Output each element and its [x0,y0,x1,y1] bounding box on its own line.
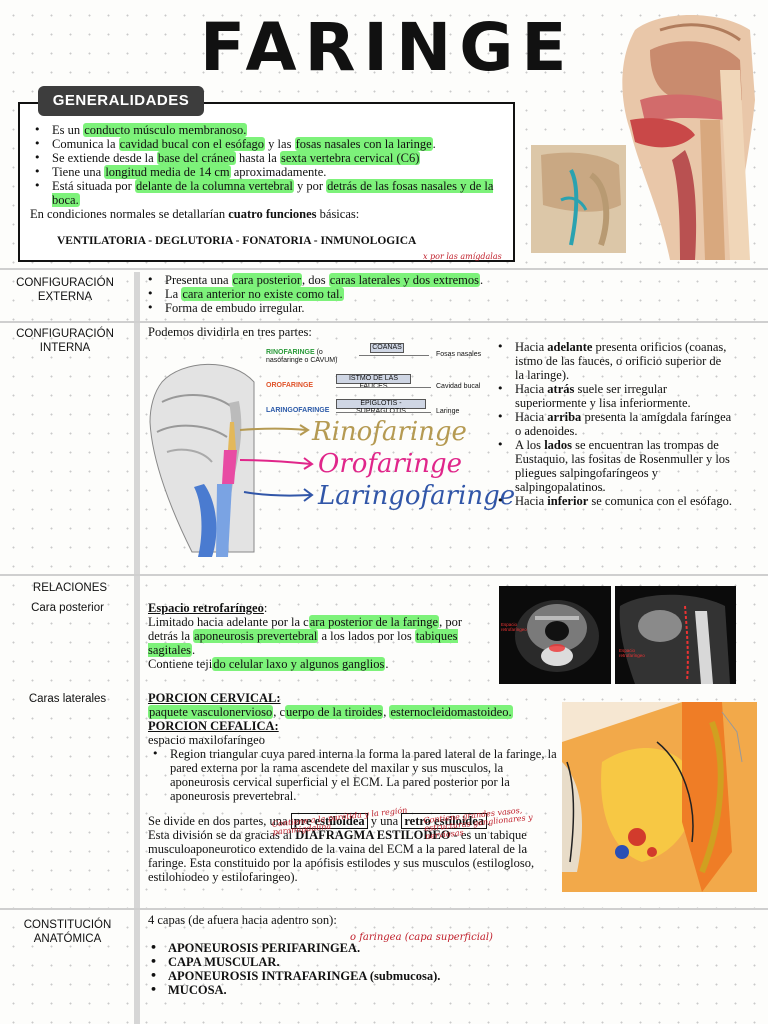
script-rinofaringe: Rinofaringe [312,417,467,447]
config-externa-list: Presenta una cara posterior, dos caras l… [143,273,583,315]
retrofaringeo-block: Espacio retrofaríngeo: Limitado hacia ad… [148,601,468,671]
amigdalas-note: x por las amígdalas [423,252,502,261]
retrofaringeo-text: Limitado hacia adelante por la cara post… [148,615,463,671]
direction-item: Hacia atrás suele ser irregular superior… [493,382,733,410]
divider-relaciones [0,574,768,576]
layer-item: MUCOSA. [146,983,546,997]
epiglotis-arrow [336,412,431,413]
caras-laterales-label: Caras laterales [28,693,107,705]
generalidades-bullet-item: Es un conducto músculo membranoso. [30,123,510,137]
porcion-cefalica-bullet: Region triangular cuya pared interna la … [148,747,560,803]
sagittal-head-image [600,10,760,260]
cavidad-label: Cavidad bucal [436,383,481,390]
pre-estiloidea-box: pre estiloidea [290,813,368,829]
generalidades-bullet-item: Está situada por delante de la columna v… [30,179,510,207]
layer-item: APONEUROSIS PERIFARINGEA. [146,941,546,955]
caras-laterales-block: PORCION CERVICAL: paquete vasculonervios… [148,691,560,884]
config-interna-directions: Hacia adelante presenta orificios (coana… [493,340,733,508]
script-laringofaringe: Laringofaringe [318,481,516,511]
oro-label: OROFARINGE [266,382,314,389]
ct-axial-image: Espacio retrofaríngeo [499,586,611,684]
coanas-box: COANAS [370,343,404,353]
layer-item: APONEUROSIS INTRAFARINGEA (submucosa). [146,969,546,983]
script-orofaringe: Orofaringe [318,449,463,479]
lateral-space-cross-section [562,702,757,892]
divider-interna [0,321,768,323]
direction-item: Hacia adelante presenta orificios (coana… [493,340,733,382]
layer-item: CAPA MUSCULAR. [146,955,546,969]
epiglotis-box: EPIGLOTIS - SUPRAGLOTIS [336,399,426,415]
division-text: Esta división se da gracias al DIAFRAGMA… [148,828,535,884]
constitucion-list: APONEUROSIS PERIFARINGEA.CAPA MUSCULAR.A… [146,941,546,997]
pharynx-sagittal-illustration [142,352,262,562]
generalidades-bullet-item: Comunica la cavidad bucal con el esófago… [30,137,510,151]
divider-constitucion [0,908,768,910]
config-interna-intro: Podemos dividirla en tres partes: [148,325,312,339]
rino-label: RINOFARINGE (o nasofaringe o CAVUM) [266,349,338,364]
generalidades-content: Es un conducto músculo membranoso.Comuni… [30,123,510,248]
generalidades-normal: En condiciones normales se detallarían c… [30,207,360,221]
page-title: FARINGE [200,9,575,86]
porcion-cervical-text: paquete vasculonervioso, cuerpo de la ti… [148,705,513,719]
ct-sagittal-label: Espacio retrofaríngeo [619,648,645,658]
porcion-cefalica-title: PORCION CEFALICA: [148,719,279,733]
region-arrows [239,424,314,502]
istmo-box: ISTMO DE LAS FAUCES [336,374,411,390]
generalidades-tag: GENERALIDADES [38,86,204,116]
functions-line: VENTILATORIA - DEGLUTORIA - FONATORIA - … [57,235,417,247]
ct-axial-label: Espacio retrofaríngeo [501,622,527,632]
generalidades-bullet-item: Tiene una longitud media de 14 cm aproxi… [30,165,510,179]
cara-posterior-label: Cara posterior [31,602,104,614]
constitucion-label: CONSTITUCIÓN ANATÓMICA [23,919,112,945]
config-externa-bullet-item: La cara anterior no existe como tal. [143,287,583,301]
config-externa-bullet-item: Forma de embudo irregular. [143,301,583,315]
constitucion-intro: 4 capas (de afuera hacia adentro son): [148,913,337,927]
direction-item: Hacia inferior se comunica con el esófag… [493,494,733,508]
config-externa-bullet-item: Presenta una cara posterior, dos caras l… [143,273,583,287]
pharynx-dissection-image [531,145,626,253]
porcion-cervical-title: PORCION CERVICAL: [148,691,281,705]
generalidades-bullet-item: Se extiende desde la base del cráneo has… [30,151,510,165]
retro-estiloidea-box: retro estiloidea [401,813,488,829]
perifaringea-note: o faringea (capa superficial) [350,932,493,943]
divider-externa [0,268,768,270]
direction-item: Hacia arriba presenta la amígdala faríng… [493,410,733,438]
regions-diagram: RINOFARINGE (o nasofaringe o CAVUM) COAN… [264,340,484,420]
config-externa-label: CONFIGURACIÓN EXTERNA [16,277,114,303]
ct-sagittal-image: Espacio retrofaríngeo [615,586,736,684]
generalidades-list: Es un conducto músculo membranoso.Comuni… [30,123,510,207]
left-divider [134,272,140,1024]
direction-item: A los lados se encuentran las trompas de… [493,438,733,494]
laringo-label: LARINGOFARINGE [266,407,330,414]
porcion-cefalica-list: Region triangular cuya pared interna la … [148,747,560,803]
retrofaringeo-title: Espacio retrofaríngeo [148,601,264,615]
divide-line: Se divide en dos partes, una pre estiloi… [148,813,491,829]
relaciones-label: RELACIONES [32,582,108,594]
istmo-arrow [336,387,431,388]
laringe-label: Laringe [436,408,460,415]
config-interna-label: CONFIGURACIÓN INTERNA [16,328,114,354]
coanas-arrow [359,355,429,356]
fosas-label: Fosas nasales [436,351,482,358]
porcion-cefalica-sub: espacio maxilofaríngeo [148,733,265,747]
